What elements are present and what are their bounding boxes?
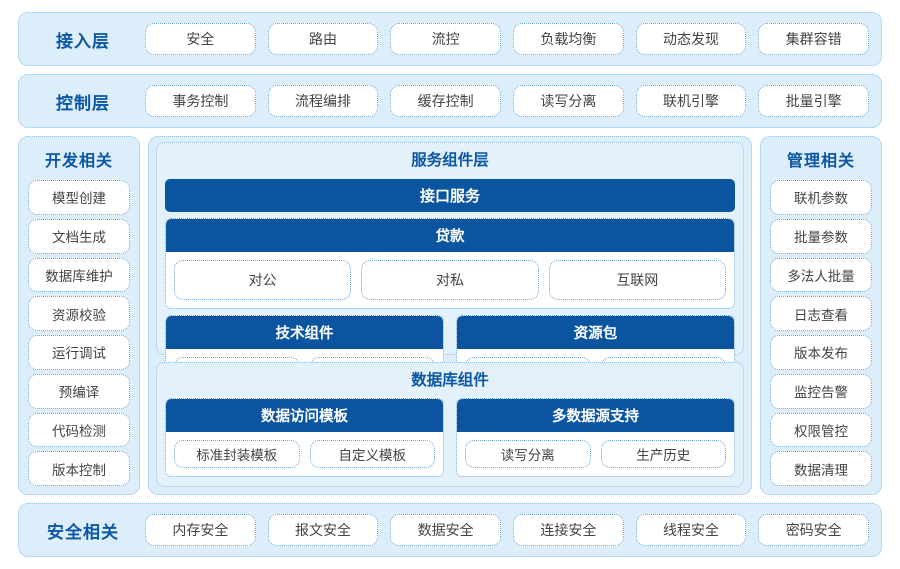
column-development: 开发相关 模型创建 文档生成 数据库维护 资源校验 运行调试 预编译 代码检测 … [18, 136, 140, 495]
band-items-control-layer: 事务控制 流程编排 缓存控制 读写分离 联机引擎 批量引擎 [145, 85, 870, 117]
pill-mgmt-2[interactable]: 多法人批量 [770, 257, 872, 293]
pill-control-4[interactable]: 联机引擎 [635, 85, 747, 117]
column-title-management: 管理相关 [786, 153, 855, 170]
pill-access-3[interactable]: 负载均衡 [513, 23, 624, 55]
bar-interface-service[interactable]: 接口服务 [165, 179, 735, 212]
pill-dev-4[interactable]: 运行调试 [28, 335, 130, 370]
card-header-tech-components[interactable]: 技术组件 [166, 316, 443, 349]
pill-control-5[interactable]: 批量引擎 [758, 85, 870, 117]
card-data-access-template: 数据访问模板 标准封装模板 自定义模板 [165, 398, 444, 477]
card-body-multi-datasource: 读写分离 生产历史 [457, 432, 734, 476]
pill-dev-6[interactable]: 代码检测 [28, 412, 130, 448]
pill-mgmt-4[interactable]: 版本发布 [770, 335, 872, 370]
band-control-layer: 控制层 事务控制 流程编排 缓存控制 读写分离 联机引擎 批量引擎 [18, 74, 882, 128]
pill-loan-0[interactable]: 对公 [174, 260, 352, 300]
pill-security-5[interactable]: 密码安全 [758, 514, 870, 546]
pill-loan-1[interactable]: 对私 [361, 260, 539, 300]
pill-dev-2[interactable]: 数据库维护 [28, 257, 130, 293]
pill-access-5[interactable]: 集群容错 [758, 23, 870, 55]
band-items-security-related: 内存安全 报文安全 数据安全 连接安全 线程安全 密码安全 [145, 514, 870, 546]
pill-access-2[interactable]: 流控 [390, 23, 502, 55]
card-loan: 贷款 对公 对私 互联网 [165, 218, 735, 309]
band-title-control-layer: 控制层 [56, 93, 110, 113]
pill-datasource-0[interactable]: 读写分离 [465, 440, 591, 468]
heading-database-components: 数据库组件 [411, 372, 489, 389]
band-security-related: 安全相关 内存安全 报文安全 数据安全 连接安全 线程安全 密码安全 [18, 503, 882, 557]
pill-security-2[interactable]: 数据安全 [390, 514, 502, 546]
pill-mgmt-0[interactable]: 联机参数 [770, 180, 872, 215]
card-header-multi-datasource[interactable]: 多数据源支持 [457, 399, 734, 432]
card-body-data-access-template: 标准封装模板 自定义模板 [166, 432, 443, 476]
row-database-dual-cards: 数据访问模板 标准封装模板 自定义模板 多数据源支持 读写分离 生产历史 [165, 398, 735, 477]
column-title-development: 开发相关 [44, 153, 113, 170]
pill-control-3[interactable]: 读写分离 [513, 85, 624, 117]
heading-service-components: 服务组件层 [411, 152, 489, 169]
pill-control-2[interactable]: 缓存控制 [390, 85, 502, 117]
pill-mgmt-1[interactable]: 批量参数 [770, 218, 872, 254]
pill-control-1[interactable]: 流程编排 [267, 85, 379, 117]
column-center: 服务组件层 接口服务 贷款 对公 对私 互联网 技术组件 通用外发 [148, 136, 752, 495]
pill-dataaccess-0[interactable]: 标准封装模板 [174, 440, 300, 468]
card-multi-datasource: 多数据源支持 读写分离 生产历史 [456, 398, 735, 477]
pill-security-3[interactable]: 连接安全 [513, 514, 624, 546]
pill-mgmt-5[interactable]: 监控告警 [770, 373, 872, 409]
pill-dev-7[interactable]: 版本控制 [28, 451, 130, 486]
pill-dev-0[interactable]: 模型创建 [28, 180, 130, 215]
card-header-loan[interactable]: 贷款 [166, 219, 734, 252]
pill-loan-2[interactable]: 互联网 [548, 260, 726, 300]
pill-control-0[interactable]: 事务控制 [145, 85, 256, 117]
pill-access-1[interactable]: 路由 [267, 23, 379, 55]
band-title-access-layer: 接入层 [56, 31, 110, 51]
section-database-components: 数据库组件 数据访问模板 标准封装模板 自定义模板 多数据源支持 读写分离 生 [156, 362, 744, 487]
pill-access-4[interactable]: 动态发现 [635, 23, 747, 55]
card-body-loan: 对公 对私 互联网 [166, 252, 734, 308]
pill-security-1[interactable]: 报文安全 [267, 514, 379, 546]
pill-dev-3[interactable]: 资源校验 [28, 296, 130, 331]
pill-dev-1[interactable]: 文档生成 [28, 218, 130, 254]
pill-datasource-1[interactable]: 生产历史 [600, 440, 726, 468]
band-title-security-related: 安全相关 [47, 522, 119, 542]
section-service-components: 服务组件层 接口服务 贷款 对公 对私 互联网 技术组件 通用外发 [156, 142, 744, 394]
pill-mgmt-6[interactable]: 权限管控 [770, 412, 872, 448]
middle-region: 开发相关 模型创建 文档生成 数据库维护 资源校验 运行调试 预编译 代码检测 … [18, 136, 882, 495]
pill-mgmt-7[interactable]: 数据清理 [770, 451, 872, 486]
pill-security-4[interactable]: 线程安全 [635, 514, 747, 546]
band-access-layer: 接入层 安全 路由 流控 负载均衡 动态发现 集群容错 [18, 12, 882, 66]
column-management: 管理相关 联机参数 批量参数 多法人批量 日志查看 版本发布 监控告警 权限管控… [760, 136, 882, 495]
pill-dataaccess-1[interactable]: 自定义模板 [309, 440, 435, 468]
band-items-access-layer: 安全 路由 流控 负载均衡 动态发现 集群容错 [145, 23, 870, 55]
card-header-resource-package[interactable]: 资源包 [457, 316, 734, 349]
pill-mgmt-3[interactable]: 日志查看 [770, 296, 872, 331]
card-header-data-access-template[interactable]: 数据访问模板 [166, 399, 443, 432]
pill-security-0[interactable]: 内存安全 [145, 514, 256, 546]
pill-access-0[interactable]: 安全 [145, 23, 256, 55]
pill-dev-5[interactable]: 预编译 [28, 373, 130, 409]
